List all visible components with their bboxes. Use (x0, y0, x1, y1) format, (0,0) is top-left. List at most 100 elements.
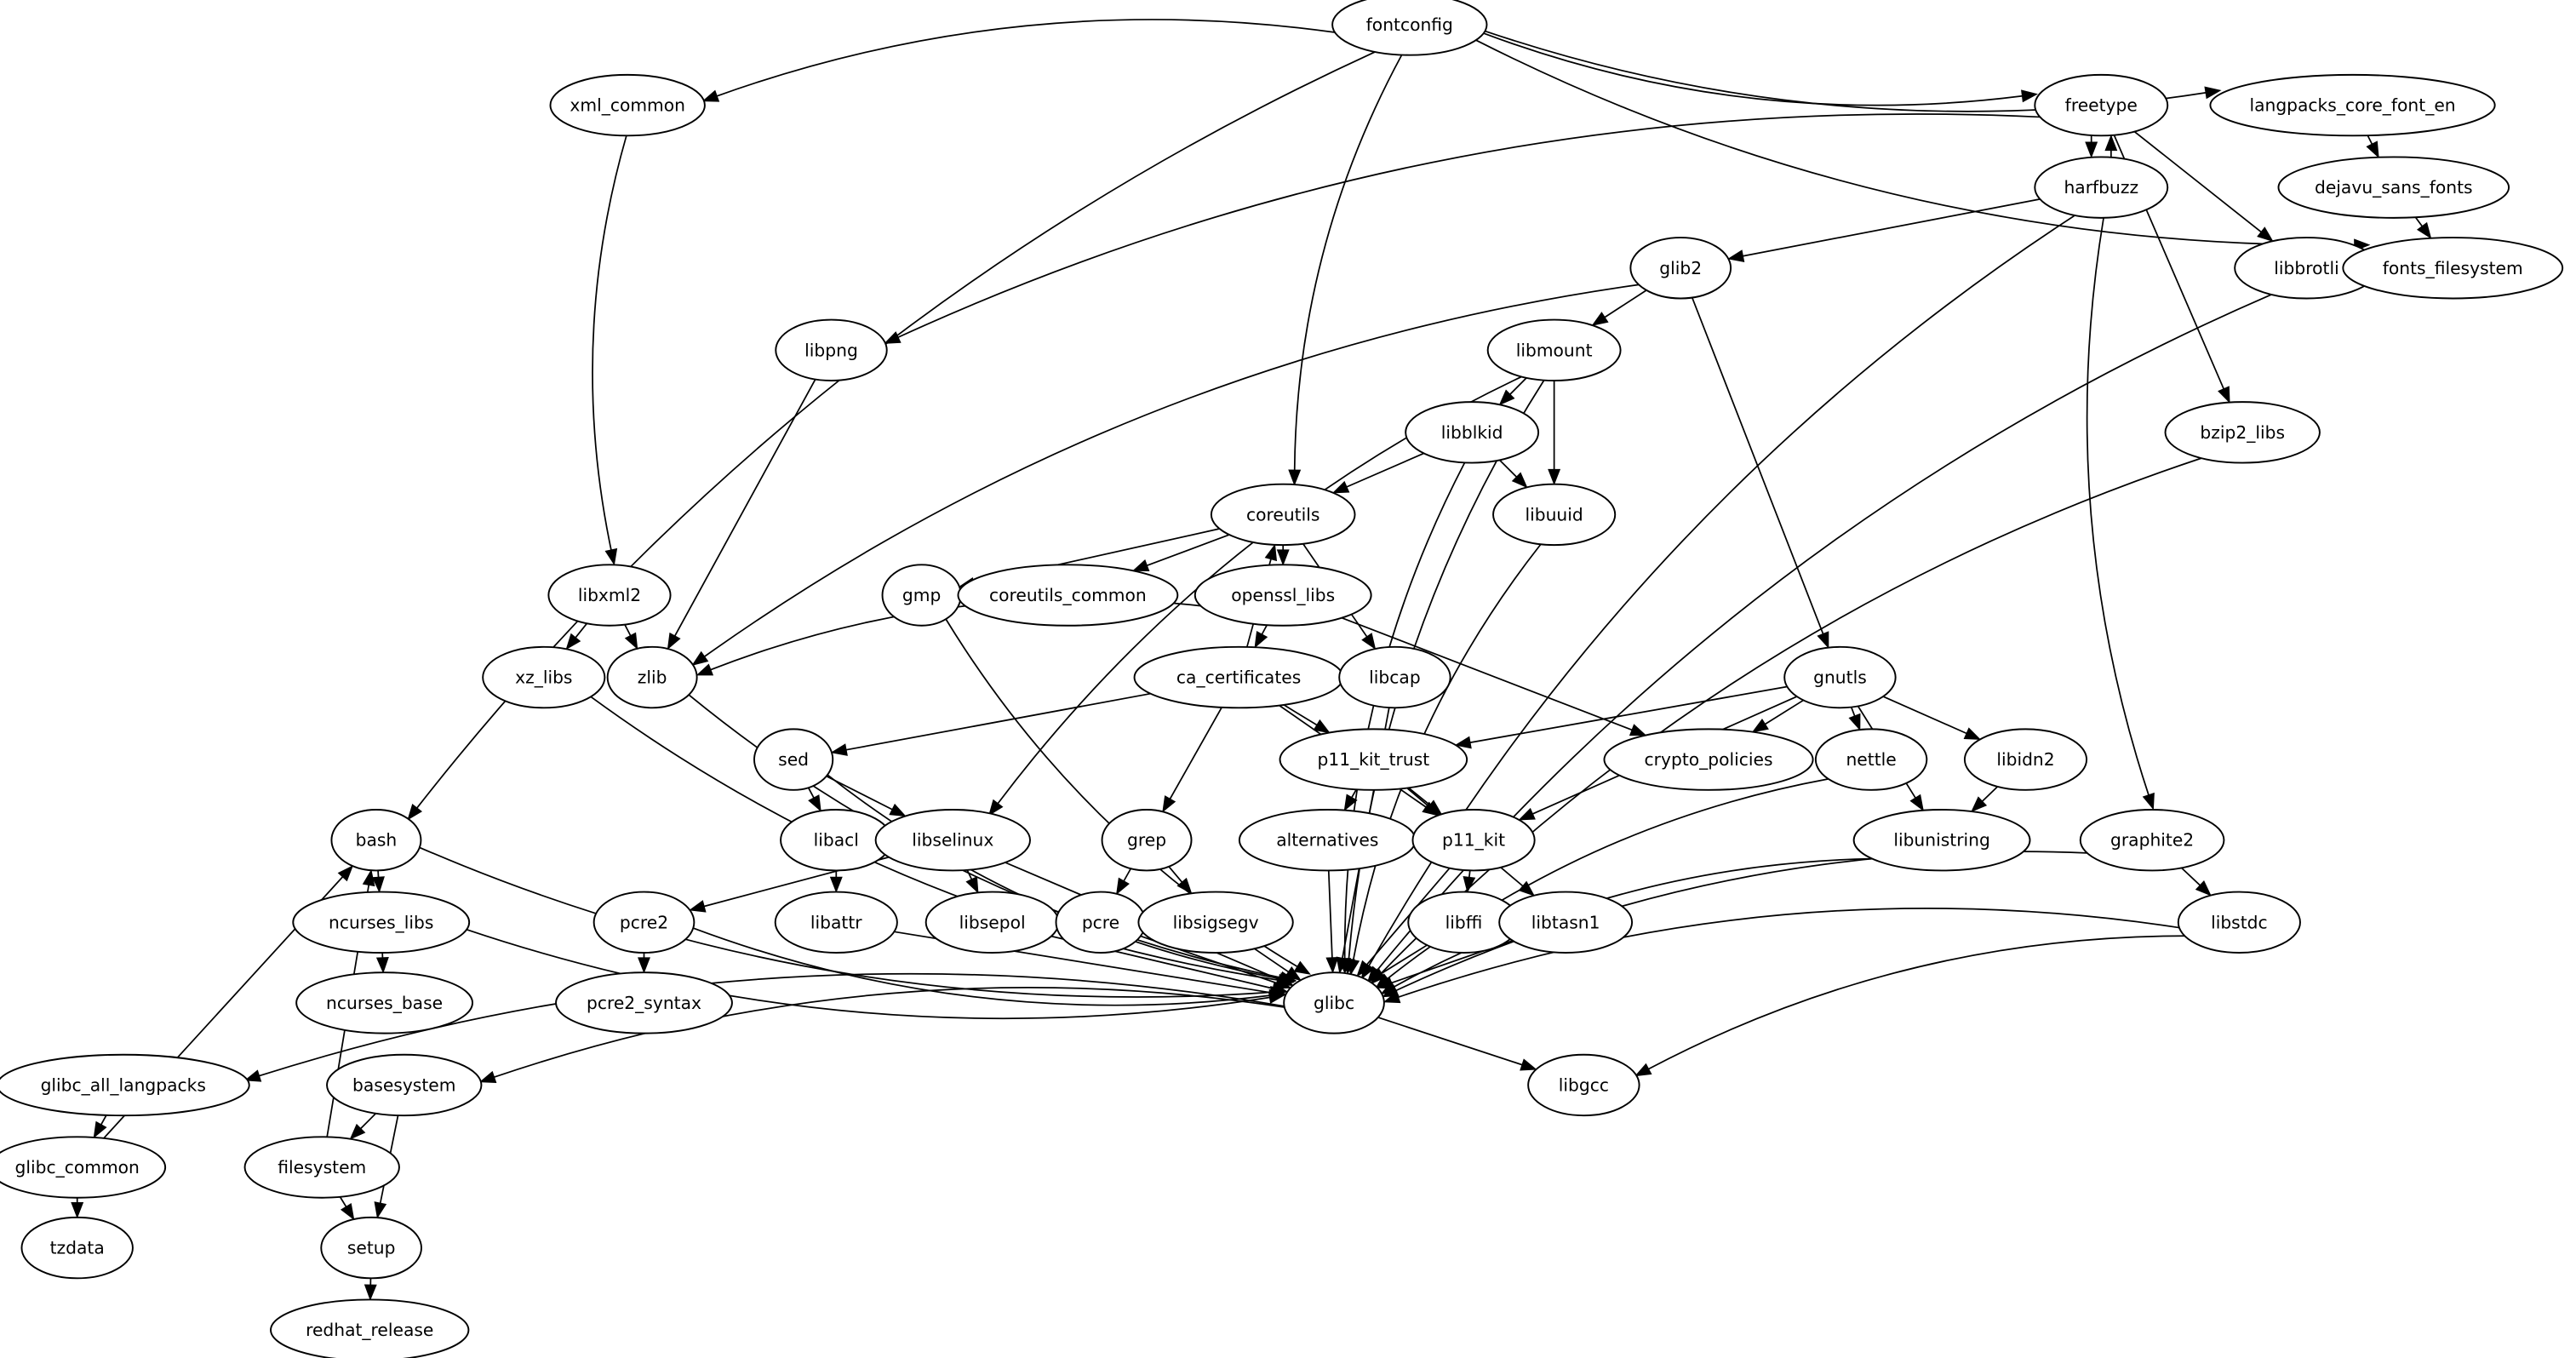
node-gmp[interactable]: gmp (881, 564, 962, 627)
edge-line (2181, 867, 2201, 886)
node-graphite2[interactable]: graphite2 (2079, 809, 2225, 872)
node-libsigsegv[interactable]: libsigsegv (1137, 891, 1294, 954)
arrowhead-icon (407, 803, 423, 821)
node-libgcc[interactable]: libgcc (1527, 1053, 1640, 1117)
node-dejavu_sans_fonts[interactable]: dejavu_sans_fonts (2277, 156, 2510, 219)
node-fontconfig[interactable]: fontconfig (1331, 0, 1488, 56)
node-label: langpacks_core_font_en (2249, 95, 2455, 116)
node-glibc_common[interactable]: glibc_common (0, 1136, 167, 1199)
arrowhead-icon (337, 865, 354, 882)
edge-line (966, 869, 973, 880)
node-langpacks_core_font_en[interactable]: langpacks_core_font_en (2209, 73, 2496, 137)
node-harfbuzz[interactable]: harfbuzz (2034, 156, 2169, 219)
node-ellipse (1279, 728, 1468, 791)
node-libunistring[interactable]: libunistring (1852, 809, 2031, 872)
node-libffi[interactable]: libffi (1407, 891, 1520, 954)
node-bash[interactable]: bash (330, 809, 422, 872)
node-libpng[interactable]: libpng (775, 318, 888, 381)
node-libsepol[interactable]: libsepol (924, 891, 1060, 954)
node-ellipse (482, 645, 606, 709)
node-libmount[interactable]: libmount (1486, 318, 1622, 381)
edge-libacl-to-libattr (829, 870, 843, 893)
arrowhead-icon (808, 794, 821, 812)
node-label: libcap (1369, 668, 1420, 688)
node-libidn2[interactable]: libidn2 (1963, 728, 2088, 791)
node-glibc[interactable]: glibc (1283, 971, 1385, 1034)
node-xz_libs[interactable]: xz_libs (482, 645, 606, 709)
arrowhead-icon (638, 957, 650, 974)
arrowhead-icon (71, 1202, 84, 1219)
node-libbrotli[interactable]: libbrotli (2234, 237, 2379, 300)
edge-line (575, 622, 588, 639)
node-libxml2[interactable]: libxml2 (547, 564, 672, 627)
node-gnutls[interactable]: gnutls (1783, 645, 1897, 709)
arrowhead-icon (2021, 89, 2039, 103)
arrowhead-icon (2204, 86, 2222, 100)
edge-line (674, 379, 816, 637)
edge-libselinux-to-libsepol (965, 869, 979, 894)
node-zlib[interactable]: zlib (606, 645, 698, 709)
node-glib2[interactable]: glib2 (1629, 237, 1732, 300)
arrowhead-icon (884, 331, 902, 344)
node-ncurses_base[interactable]: ncurses_base (295, 971, 473, 1034)
node-tzdata[interactable]: tzdata (20, 1216, 134, 1280)
edge-line (1381, 457, 2202, 974)
node-label: glibc_common (15, 1157, 140, 1178)
node-label: zlib (638, 668, 667, 688)
node-ncurses_libs[interactable]: ncurses_libs (292, 891, 471, 954)
node-libacl[interactable]: libacl (780, 809, 893, 872)
node-p11_kit[interactable]: p11_kit (1411, 809, 1536, 872)
node-libblkid[interactable]: libblkid (1405, 401, 1540, 464)
edge-freetype-to-libpng (884, 113, 2041, 344)
node-libselinux[interactable]: libselinux (874, 809, 1031, 872)
arrowhead-icon (1498, 389, 1515, 406)
node-freetype[interactable]: freetype (2034, 73, 2169, 137)
node-label: freetype (2065, 95, 2138, 116)
node-ellipse (957, 564, 1179, 627)
node-xml_common[interactable]: xml_common (549, 73, 706, 137)
node-bzip2_libs[interactable]: bzip2_libs (2164, 401, 2321, 464)
edge-line (1394, 857, 1873, 988)
node-ellipse (2209, 73, 2496, 137)
arrowhead-icon (243, 1069, 262, 1082)
node-libuuid[interactable]: libuuid (1492, 483, 1617, 547)
node-basesystem[interactable]: basesystem (326, 1053, 483, 1117)
node-libcap[interactable]: libcap (1338, 645, 1451, 709)
node-libattr[interactable]: libattr (774, 891, 898, 954)
arrowhead-icon (691, 650, 709, 666)
arrowhead-icon (1343, 794, 1358, 811)
node-nettle[interactable]: nettle (1814, 728, 1928, 791)
node-libtasn1[interactable]: libtasn1 (1498, 891, 1634, 954)
node-libstdc[interactable]: libstdc (2177, 891, 2301, 954)
edge-line (1254, 948, 1290, 973)
node-sed[interactable]: sed (753, 728, 834, 791)
node-crypto_policies[interactable]: crypto_policies (1603, 728, 1814, 791)
node-redhat_release[interactable]: redhat_release (270, 1298, 470, 1358)
node-coreutils_common[interactable]: coreutils_common (957, 564, 1179, 627)
node-pcre2_syntax[interactable]: pcre2_syntax (555, 971, 733, 1034)
node-fonts_filesystem[interactable]: fonts_filesystem (2342, 237, 2564, 300)
edge-line (592, 135, 627, 551)
node-setup[interactable]: setup (320, 1216, 422, 1280)
node-coreutils[interactable]: coreutils (1210, 483, 1356, 547)
arrowhead-icon (565, 633, 581, 650)
node-ca_certificates[interactable]: ca_certificates (1133, 645, 1344, 709)
node-label: fonts_filesystem (2383, 258, 2523, 278)
node-filesystem[interactable]: filesystem (243, 1136, 400, 1199)
node-ellipse (1492, 483, 1617, 547)
node-openssl_libs[interactable]: openssl_libs (1194, 564, 1372, 627)
node-grep[interactable]: grep (1101, 809, 1193, 872)
edge-line (494, 987, 1285, 1078)
node-label: libmount (1516, 340, 1593, 360)
node-alternatives[interactable]: alternatives (1238, 809, 1417, 872)
node-glibc_all_langpacks[interactable]: glibc_all_langpacks (0, 1053, 250, 1117)
node-label: libbrotli (2274, 258, 2338, 278)
arrowhead-icon (604, 547, 618, 566)
node-p11_kit_trust[interactable]: p11_kit_trust (1279, 728, 1468, 791)
node-label: glib2 (1659, 258, 1702, 278)
node-label: sed (778, 749, 809, 770)
arrowhead-icon (1361, 633, 1377, 650)
node-pcre[interactable]: pcre (1055, 891, 1147, 954)
node-pcre2[interactable]: pcre2 (592, 891, 696, 954)
edge-line (704, 284, 1640, 657)
